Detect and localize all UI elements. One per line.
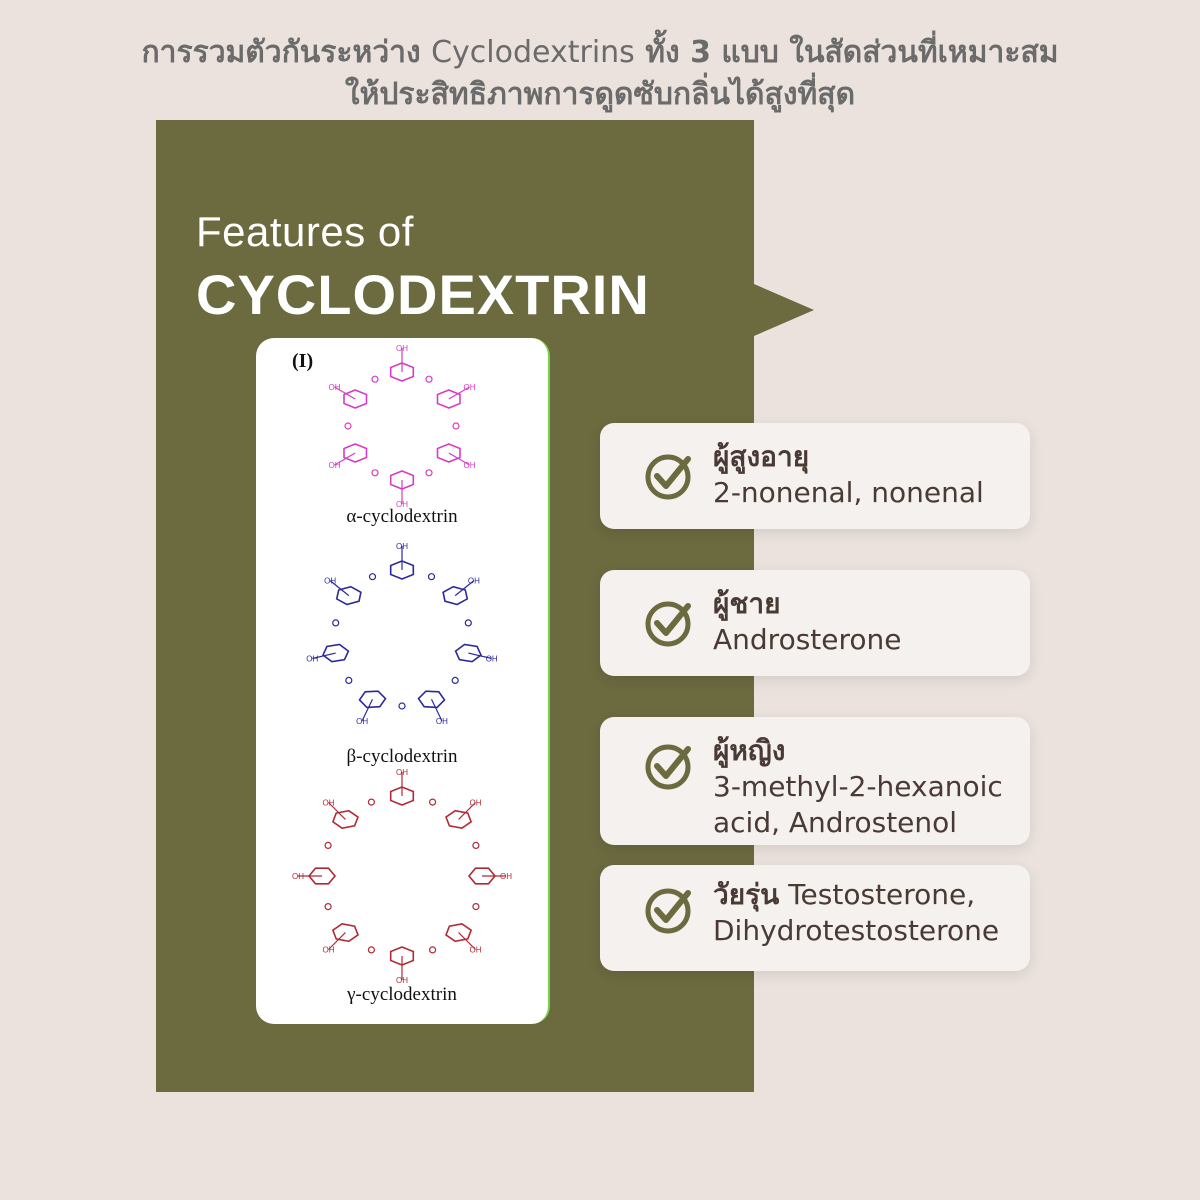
gamma-cyclodextrin-structure: OH OH OH OH OH OH OH OH	[292, 768, 512, 985]
svg-text:OH: OH	[436, 717, 448, 726]
panel-marker: (I)	[292, 350, 314, 372]
headline-text-b: Cyclodextrins	[431, 35, 635, 70]
feature-card-women: ผู้หญิง 3-methyl-2-hexanoic acid, Andros…	[600, 717, 1030, 845]
feature-title: ผู้หญิง	[713, 734, 786, 767]
headline-text-a: การรวมตัวกันระหว่าง	[141, 35, 432, 70]
headline-line2: ให้ประสิทธิภาพการดูดซับกลิ่นได้สูงที่สุด	[344, 77, 856, 112]
svg-text:OH: OH	[500, 872, 512, 881]
svg-text:OH: OH	[306, 655, 318, 664]
svg-text:OH: OH	[396, 976, 408, 985]
svg-text:OH: OH	[324, 577, 336, 586]
feature-detail: 3-methyl-2-hexanoic acid, Androstenol	[713, 770, 1003, 839]
molecule-structures-image: OHOHOHOHOHOHOHOHOHOHOHOHOHOHOHOHOHOHOHOH…	[292, 344, 512, 985]
check-circle-icon	[645, 744, 691, 790]
beta-cyclodextrin-structure: OH OH OH OH OH OH OH	[306, 542, 498, 726]
headline-line1: การรวมตัวกันระหว่าง Cyclodextrins ทั้ง 3…	[60, 32, 1140, 74]
headline-text-c: ทั้ง 3 แบบ ในสัดส่วนที่เหมาะสม	[634, 35, 1059, 70]
svg-text:OH: OH	[396, 542, 408, 551]
svg-text:OH: OH	[396, 500, 408, 509]
feature-detail: Androsterone	[713, 623, 902, 656]
svg-text:OH: OH	[329, 383, 341, 392]
feature-detail: 2-nonenal, nonenal	[713, 476, 984, 509]
svg-text:OH: OH	[356, 717, 368, 726]
feature-text: วัยรุ่น Testosterone, Dihydrotestosteron…	[713, 878, 1000, 947]
feature-card-men: ผู้ชาย Androsterone	[600, 570, 1030, 676]
feature-title: ผู้สูงอายุ	[713, 440, 810, 473]
svg-text:OH: OH	[292, 872, 304, 881]
check-circle-icon	[645, 454, 691, 500]
svg-text:OH: OH	[323, 799, 335, 808]
svg-text:OH: OH	[329, 461, 341, 470]
svg-text:OH: OH	[396, 344, 408, 353]
cyclodextrin-title: CYCLODEXTRIN	[196, 263, 650, 326]
features-of-title: Features of	[196, 208, 414, 255]
alpha-cyclodextrin-label: α-cyclodextrin	[346, 506, 458, 527]
alpha-cyclodextrin-structure: OH OH OH OH OH OH	[329, 344, 476, 509]
svg-text:OH: OH	[396, 768, 408, 777]
svg-text:OH: OH	[486, 655, 498, 664]
svg-text:OH: OH	[323, 946, 335, 955]
feature-title: ผู้ชาย	[713, 587, 781, 620]
svg-text:OH: OH	[468, 577, 480, 586]
svg-text:OH: OH	[464, 461, 476, 470]
svg-text:OH: OH	[470, 799, 482, 808]
feature-card-elderly: ผู้สูงอายุ 2-nonenal, nonenal	[600, 423, 1030, 529]
beta-cyclodextrin-label: β-cyclodextrin	[346, 746, 458, 767]
feature-card-teens: วัยรุ่น Testosterone, Dihydrotestosteron…	[600, 865, 1030, 971]
svg-text:OH: OH	[464, 383, 476, 392]
gamma-cyclodextrin-label: γ-cyclodextrin	[347, 984, 457, 1005]
check-circle-icon	[645, 888, 691, 934]
headline: การรวมตัวกันระหว่าง Cyclodextrins ทั้ง 3…	[60, 32, 1140, 116]
panel-pointer-arrow	[754, 284, 814, 336]
svg-text:OH: OH	[470, 946, 482, 955]
check-circle-icon	[645, 601, 691, 647]
